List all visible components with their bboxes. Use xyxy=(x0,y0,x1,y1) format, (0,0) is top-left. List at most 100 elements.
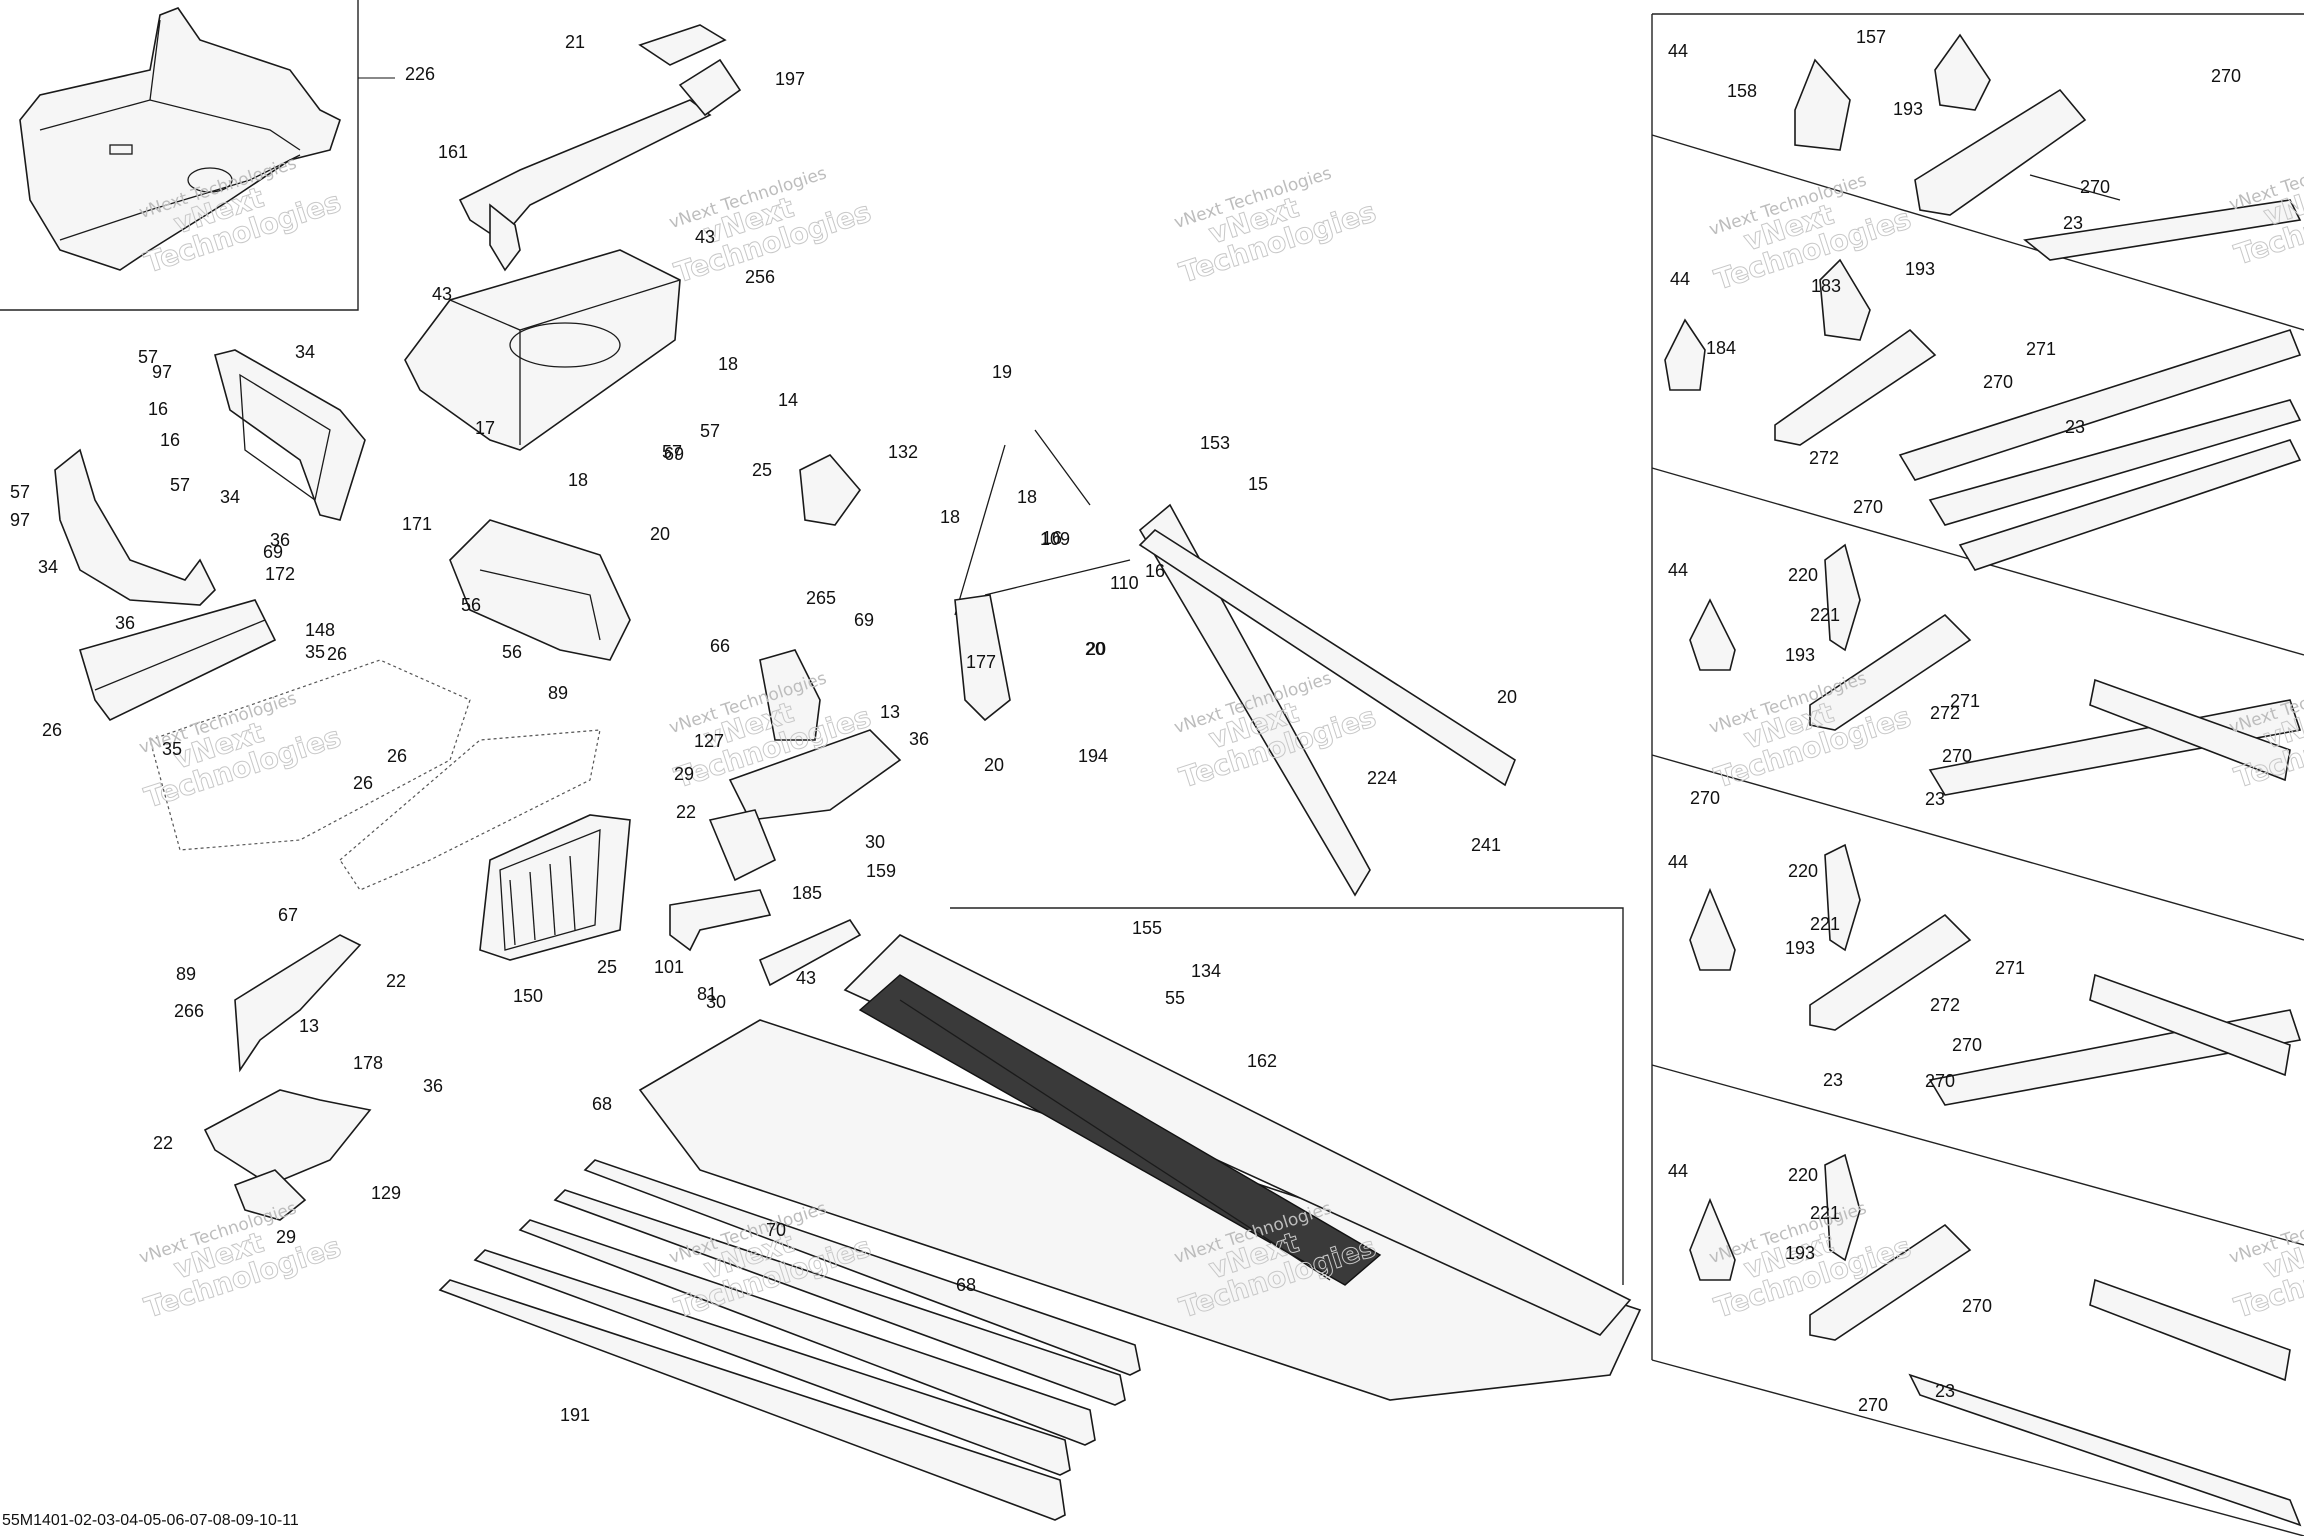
callout-number: 70 xyxy=(766,1220,786,1240)
callout-number: 270 xyxy=(1858,1395,1888,1415)
callout-number: 26 xyxy=(327,644,347,664)
seat-base-part-224 xyxy=(449,519,631,661)
callout-number: 81 xyxy=(697,984,717,1004)
callout-number: 57 xyxy=(138,347,158,367)
tunnel-part-162 xyxy=(638,934,1642,1401)
callout-number: 20 xyxy=(984,755,1004,775)
callout-number: 184 xyxy=(1706,338,1736,358)
callout-number: 150 xyxy=(513,986,543,1006)
inset-box-top-left xyxy=(0,0,395,311)
footrest-part-178 xyxy=(203,1089,372,1186)
callout-number: 69 xyxy=(664,444,684,464)
callout-number: 194 xyxy=(1078,746,1108,766)
rear-bumper-group-1 xyxy=(1794,33,2302,261)
callout-number: 55 xyxy=(1165,988,1185,1008)
callout-number: 226 xyxy=(405,64,435,84)
callout-number: 57 xyxy=(700,421,720,441)
suspension-rod-assembly xyxy=(954,429,1516,897)
callout-number: 57 xyxy=(170,475,190,495)
callout-number: 26 xyxy=(42,720,62,740)
callout-number: 23 xyxy=(2063,213,2083,233)
callout-number: 178 xyxy=(353,1053,383,1073)
callout-number: 43 xyxy=(796,968,816,988)
callout-number: 36 xyxy=(115,613,135,633)
callout-number: 20 xyxy=(1086,639,1106,659)
callout-number: 265 xyxy=(806,588,836,608)
callout-number: 89 xyxy=(176,964,196,984)
callout-number: 270 xyxy=(1925,1071,1955,1091)
callout-number: 23 xyxy=(1935,1381,1955,1401)
callout-number: 241 xyxy=(1471,835,1501,855)
callout-number: 29 xyxy=(674,764,694,784)
callout-number: 220 xyxy=(1788,1165,1818,1185)
callout-number: 221 xyxy=(1810,1203,1840,1223)
callout-number: 44 xyxy=(1668,852,1688,872)
rear-bumper-group-2 xyxy=(1664,258,2302,571)
callout-number: 15 xyxy=(1248,474,1268,494)
callout-number: 132 xyxy=(888,442,918,462)
callout-number: 193 xyxy=(1785,938,1815,958)
callout-number: 272 xyxy=(1930,703,1960,723)
callout-number: 193 xyxy=(1905,259,1935,279)
chassis-frame-part-226 xyxy=(19,7,341,271)
callout-number: 158 xyxy=(1727,81,1757,101)
callout-number: 272 xyxy=(1930,995,1960,1015)
callout-number: 44 xyxy=(1668,560,1688,580)
callout-number: 17 xyxy=(475,418,495,438)
callout-number: 68 xyxy=(956,1275,976,1295)
callout-number: 161 xyxy=(438,142,468,162)
callout-number: 34 xyxy=(38,557,58,577)
callout-number: 272 xyxy=(1809,448,1839,468)
callout-number: 44 xyxy=(1670,269,1690,289)
callout-number: 66 xyxy=(710,636,730,656)
callout-number: 270 xyxy=(1690,788,1720,808)
callout-number: 270 xyxy=(2080,177,2110,197)
callout-number: 22 xyxy=(153,1133,173,1153)
callout-number: 153 xyxy=(1200,433,1230,453)
callout-number: 18 xyxy=(568,470,588,490)
callout-number: 221 xyxy=(1810,605,1840,625)
bracket-parts-177-265 xyxy=(708,649,902,882)
callout-number: 193 xyxy=(1785,1243,1815,1263)
callout-number: 57 xyxy=(10,482,30,502)
callout-number: 13 xyxy=(299,1016,319,1036)
callout-number: 109 xyxy=(1040,529,1070,549)
rear-bumper-group-5 xyxy=(1689,1153,2302,1527)
callout-number: 69 xyxy=(854,610,874,630)
tunnel-group-bracket xyxy=(950,907,1624,1285)
callout-number: 34 xyxy=(220,487,240,507)
callout-number: 44 xyxy=(1668,41,1688,61)
callout-number: 36 xyxy=(423,1076,443,1096)
callout-number: 134 xyxy=(1191,961,1221,981)
callout-number: 270 xyxy=(1952,1035,1982,1055)
mount-parts-185-159 xyxy=(669,889,862,987)
callout-number: 23 xyxy=(1925,789,1945,809)
callout-number: 69 xyxy=(263,542,283,562)
callout-number: 18 xyxy=(940,507,960,527)
callout-number: 56 xyxy=(461,595,481,615)
callout-number: 172 xyxy=(265,564,295,584)
callout-number: 271 xyxy=(1950,691,1980,711)
diagram-reference-code: 55M1401-02-03-04-05-06-07-08-09-10-11 xyxy=(2,1512,299,1529)
callout-number: 18 xyxy=(1017,487,1037,507)
callout-number: 16 xyxy=(160,430,180,450)
front-frame-part-172 xyxy=(54,448,216,606)
callout-number: 197 xyxy=(775,69,805,89)
callout-number: 22 xyxy=(386,971,406,991)
callout-number: 270 xyxy=(1853,497,1883,517)
callout-number: 193 xyxy=(1785,645,1815,665)
callout-number: 67 xyxy=(278,905,298,925)
callout-number: 97 xyxy=(10,510,30,530)
callout-number: 221 xyxy=(1810,914,1840,934)
callout-number: 185 xyxy=(792,883,822,903)
callout-number: 127 xyxy=(694,731,724,751)
callout-number: 157 xyxy=(1856,27,1886,47)
callout-number: 22 xyxy=(676,802,696,822)
callout-number: 20 xyxy=(1497,687,1517,707)
callout-number: 26 xyxy=(387,746,407,766)
callout-number: 30 xyxy=(706,992,726,1012)
callout-number: 44 xyxy=(1668,1161,1688,1181)
callout-number: 68 xyxy=(592,1094,612,1114)
